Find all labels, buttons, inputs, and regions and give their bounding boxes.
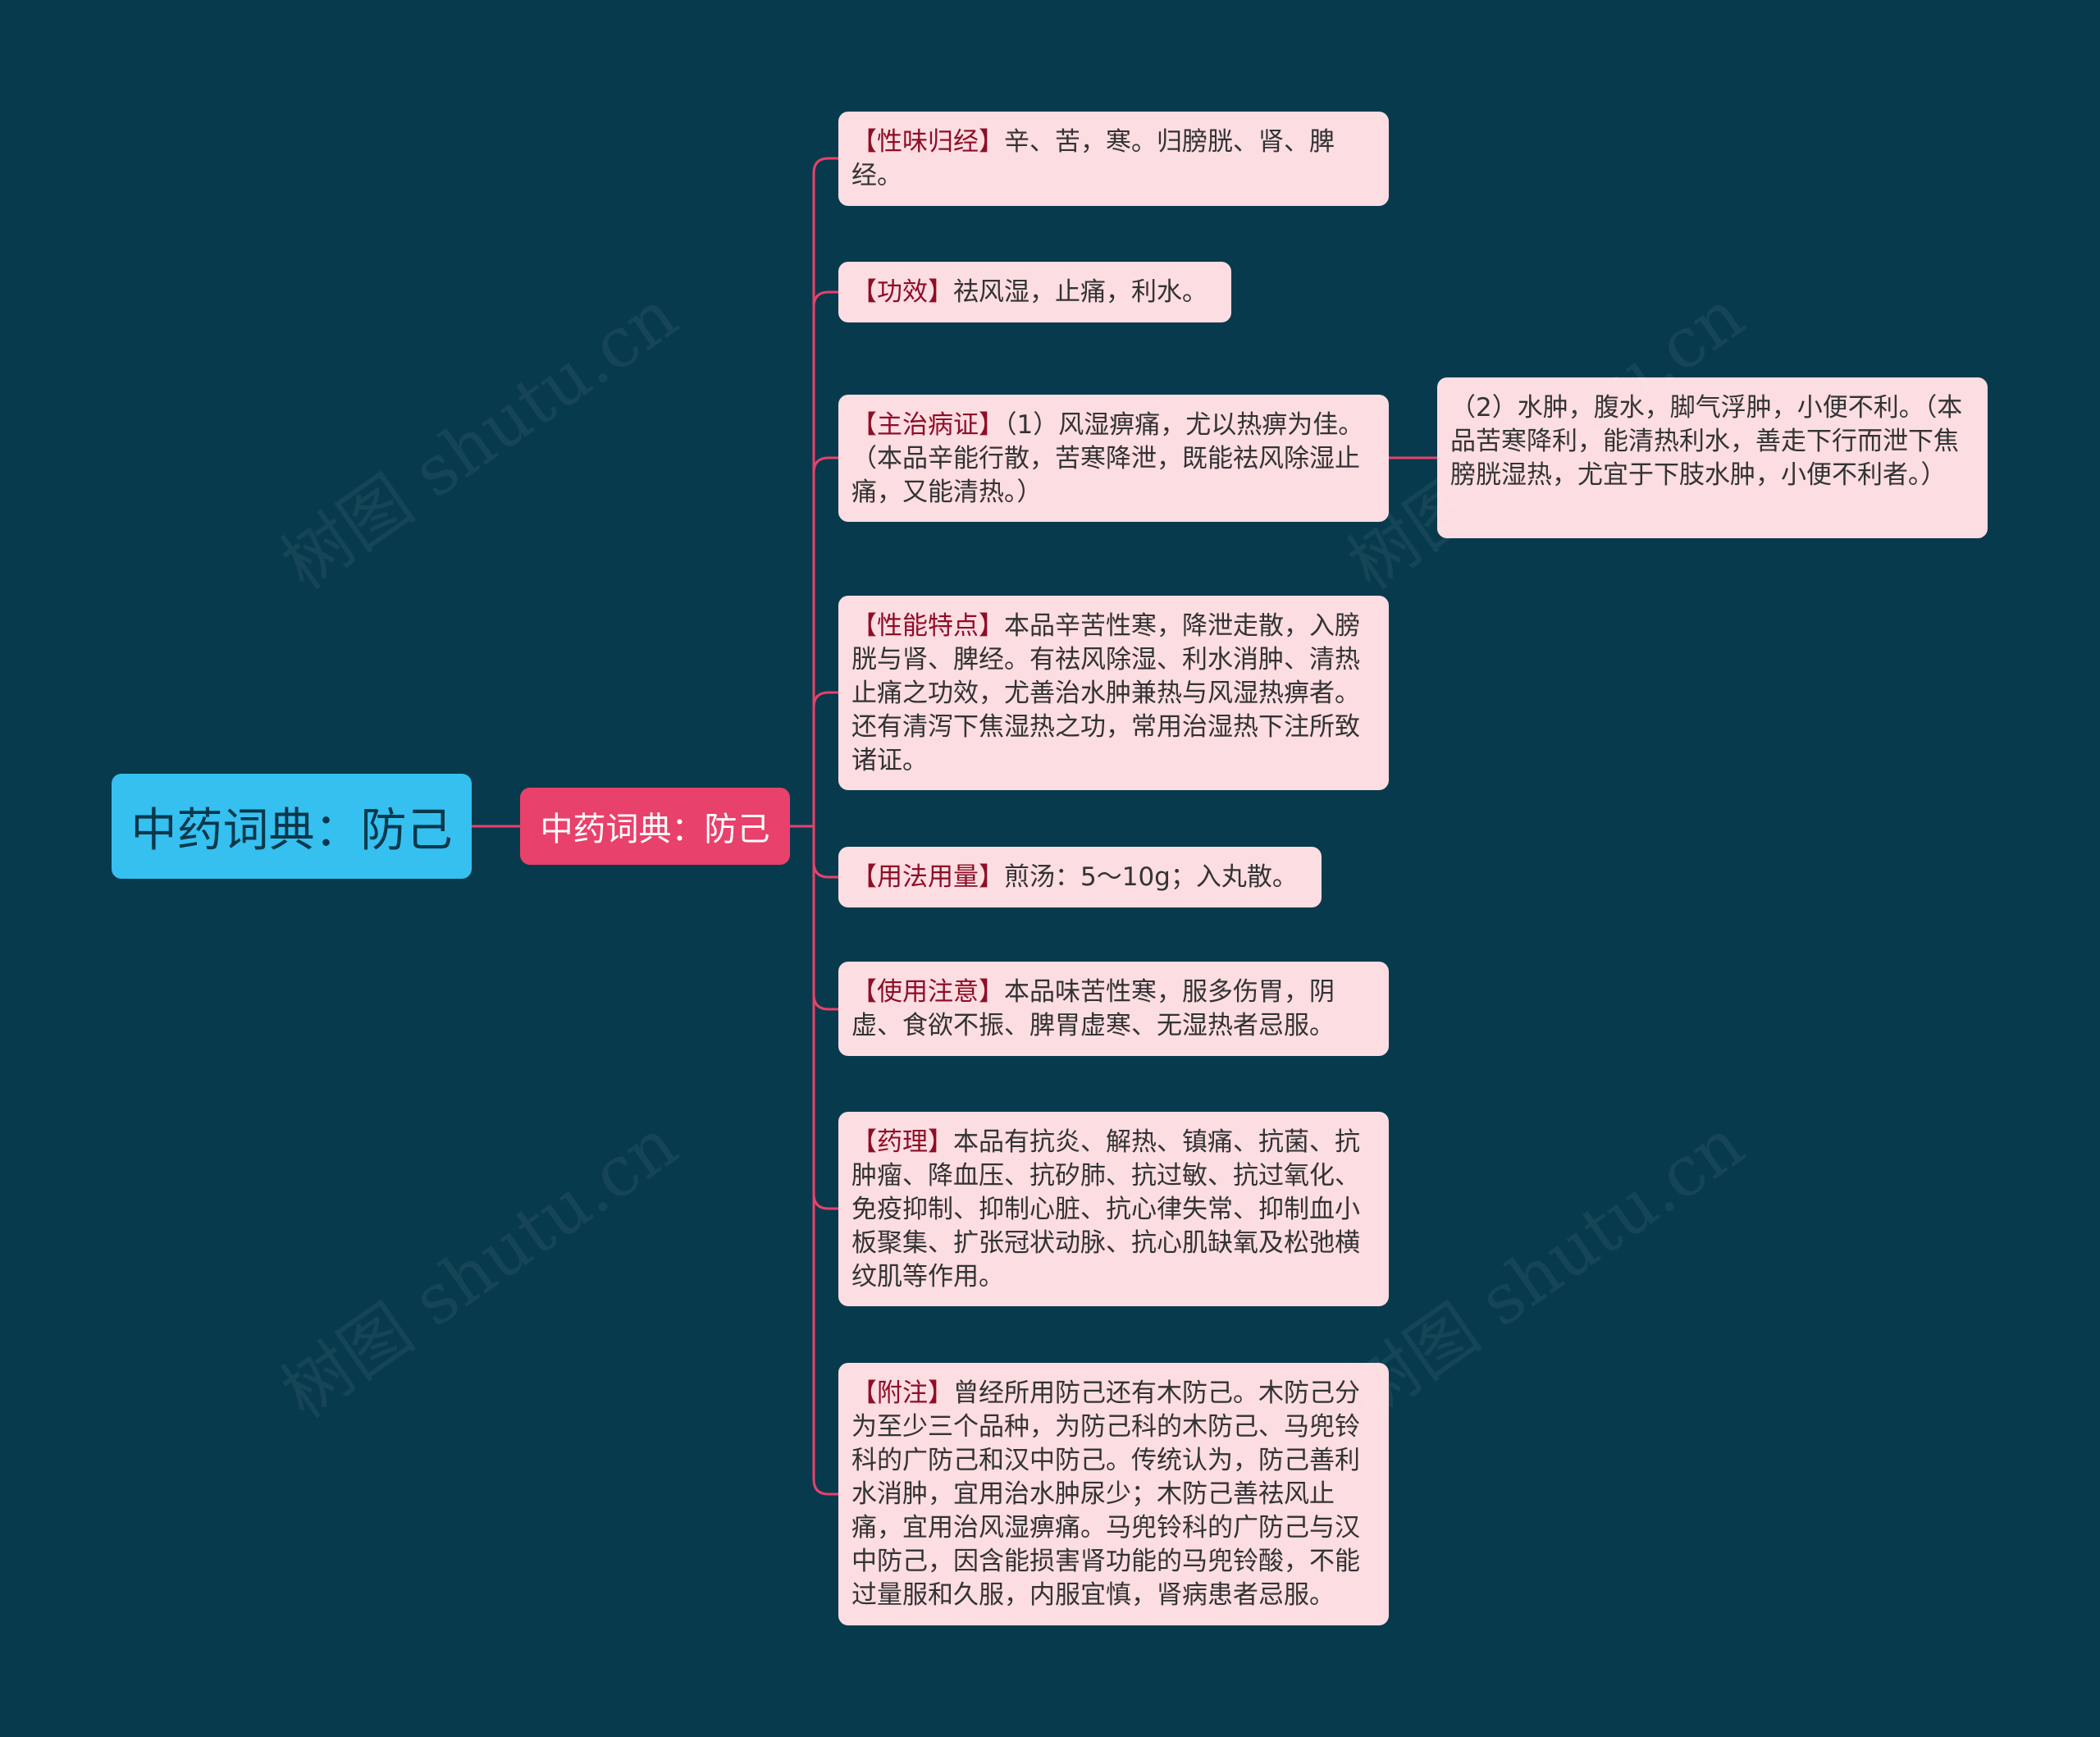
leaf-connector-5 (812, 826, 838, 879)
leaf-text: 祛风湿，止痛，利水。 (953, 277, 1208, 307)
watermark: 树图 shutu.cn (267, 1103, 692, 1434)
leaf-tag: 【主治病证】 (851, 410, 1004, 440)
leaf-connector-2 (812, 290, 838, 826)
leaf-text: 曾经所用防己还有木防己。木防己分为至少三个品种，为防己科的木防己、马兜铃科的广防… (851, 1378, 1360, 1610)
leaf-connector-8 (812, 826, 838, 1496)
leaf-topic-fuzhu[interactable]: 【附注】曾经所用防己还有木防己。木防己分为至少三个品种，为防己科的木防己、马兜铃… (838, 1363, 1389, 1625)
leaf-topic-yongfa[interactable]: 【用法用量】煎汤：5～10g；入丸散。 (838, 847, 1322, 907)
leaf-text: 辛、苦，寒。归膀胱、肾、脾经。 (851, 127, 1335, 190)
leaf-connector-6 (812, 826, 838, 1011)
leaf-text: 本品辛苦性寒，降泄走散，入膀胱与肾、脾经。有祛风除湿、利水消肿、清热止痛之功效，… (851, 611, 1360, 775)
leaf-tag: 【功效】 (851, 277, 953, 307)
leaf-connector-1 (812, 157, 838, 826)
leaf-tag: 【使用注意】 (851, 977, 1004, 1007)
watermark: 树图 shutu.cn (1334, 1103, 1758, 1434)
leaf-topic-xingwei[interactable]: 【性味归经】辛、苦，寒。归膀胱、肾、脾经。 (838, 112, 1389, 206)
branch-topic[interactable]: 中药词典：防己 (520, 788, 790, 865)
root-topic[interactable]: 中药词典：防己 (112, 774, 472, 879)
leaf-text: 煎汤：5～10g；入丸散。 (1004, 862, 1298, 892)
sub-leaf-text: （2）水肿，腹水，脚气浮肿，小便不利。（本品苦寒降利，能清热利水，善走下行而泄下… (1450, 393, 1963, 490)
leaf-topic-gongxiao[interactable]: 【功效】祛风湿，止痛，利水。 (838, 262, 1231, 322)
leaf-tag: 【性能特点】 (851, 611, 1004, 641)
leaf-text: （1）风湿痹痛，尤以热痹为佳。（本品辛能行散，苦寒降泄，既能祛风除湿止痛，又能清… (851, 410, 1364, 507)
leaf-text: 本品味苦性寒，服多伤胃，阴虚、食欲不振、脾胃虚寒、无湿热者忌服。 (851, 977, 1335, 1040)
leaf-tag: 【用法用量】 (851, 862, 1004, 892)
leaf-connector-7 (812, 826, 838, 1210)
leaf-connector-3 (812, 456, 838, 826)
leaf-topic-zhuzhi[interactable]: 【主治病证】（1）风湿痹痛，尤以热痹为佳。（本品辛能行散，苦寒降泄，既能祛风除湿… (838, 395, 1389, 522)
leaf-tag: 【附注】 (851, 1378, 953, 1408)
watermark: 树图 shutu.cn (267, 274, 692, 606)
root-topic-label: 中药词典：防己 (130, 803, 453, 857)
leaf-tag: 【药理】 (851, 1127, 953, 1157)
leaf-tag: 【性味归经】 (851, 127, 1004, 157)
leaf-connector-4 (812, 691, 838, 826)
sub-leaf-topic-shuizhong[interactable]: （2）水肿，腹水，脚气浮肿，小便不利。（本品苦寒降利，能清热利水，善走下行而泄下… (1437, 377, 1988, 538)
leaf-text: 本品有抗炎、解热、镇痛、抗菌、抗肿瘤、降血压、抗矽肺、抗过敏、抗过氧化、免疫抑制… (851, 1127, 1360, 1291)
leaf-topic-yaoli[interactable]: 【药理】本品有抗炎、解热、镇痛、抗菌、抗肿瘤、降血压、抗矽肺、抗过敏、抗过氧化、… (838, 1112, 1389, 1306)
leaf-topic-zhuyi[interactable]: 【使用注意】本品味苦性寒，服多伤胃，阴虚、食欲不振、脾胃虚寒、无湿热者忌服。 (838, 962, 1389, 1056)
leaf-topic-xingneng[interactable]: 【性能特点】本品辛苦性寒，降泄走散，入膀胱与肾、脾经。有祛风除湿、利水消肿、清热… (838, 596, 1389, 790)
branch-topic-label: 中药词典：防己 (540, 811, 770, 848)
